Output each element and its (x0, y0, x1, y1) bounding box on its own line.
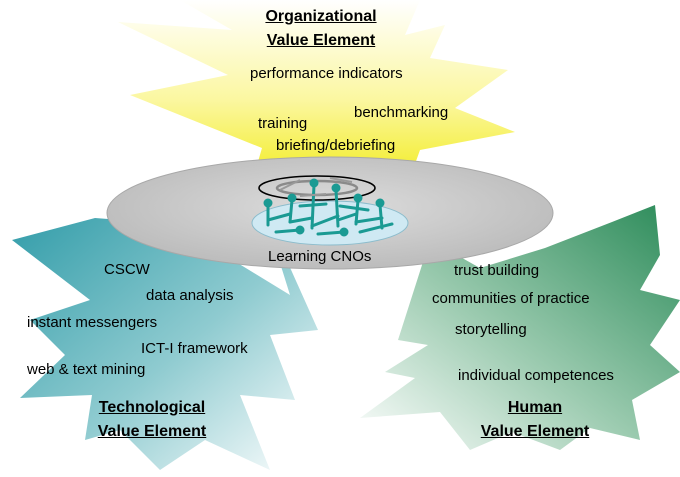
human-item: storytelling (455, 321, 527, 338)
network-icon (263, 178, 394, 237)
organizational-item: performance indicators (250, 65, 403, 82)
technological-item: ICT-I framework (141, 340, 248, 357)
technological-item: instant messengers (27, 314, 158, 331)
human-item: communities of practice (432, 290, 590, 307)
human-item: individual competences (458, 367, 614, 384)
technological-title-line2: Value Element (97, 423, 207, 440)
technological-item: web & text mining (27, 361, 146, 378)
organizational-item: benchmarking (354, 104, 449, 121)
technological-item: CSCW (104, 261, 150, 278)
human-title-line2: Value Element (480, 423, 590, 440)
organizational-title-line1: Organizational (265, 8, 377, 25)
human-title-line1: Human (507, 399, 563, 416)
network-platform (251, 200, 409, 246)
technological-burst-shape (12, 205, 318, 470)
technological-item: data analysis (146, 287, 234, 304)
network-ring (258, 175, 376, 201)
organizational-item: training (258, 115, 308, 132)
network-arrows (279, 177, 353, 197)
organizational-burst-shape (118, 0, 515, 182)
human-burst-shape (360, 205, 680, 450)
organizational-title-line2: Value Element (266, 32, 376, 49)
human-item: trust building (454, 262, 540, 279)
center-label: Learning CNOs (268, 248, 372, 265)
technological-title-line1: Technological (98, 399, 206, 416)
organizational-item: briefing/debriefing (276, 137, 396, 154)
